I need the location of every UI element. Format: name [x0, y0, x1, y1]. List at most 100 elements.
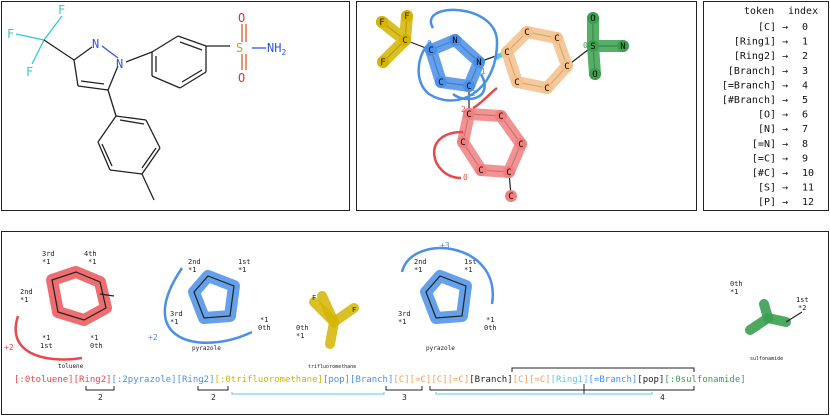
- trifluoromethane-fragment: F F 0th *1 trifluoromethane: [296, 291, 359, 370]
- sequence-token: [=C]: [448, 375, 470, 385]
- toluene-star-1st: *1: [42, 334, 50, 342]
- sequence-token: [=Branch]: [589, 375, 638, 385]
- atom-n-1: N: [92, 37, 99, 51]
- pyrazole2-label-3rd: 3rd: [398, 310, 411, 318]
- molecule-structure-drawing: F F F N N S O O NH2: [7, 3, 286, 201]
- token-cell: [=C]: [752, 153, 776, 164]
- index-cell: 5: [802, 95, 808, 106]
- seq-count-3: 3: [402, 393, 407, 402]
- pyrazole-fragment-2: 2nd *1 1st *1 3rd *1 *1 0th +3 pyrazole: [398, 241, 497, 352]
- graph-atom-c-pz1: C: [428, 46, 433, 56]
- trifluoro-label-0th: 0th: [296, 324, 309, 332]
- sequence-token: [Branch]: [469, 375, 512, 385]
- token-cell: [Ring2]: [734, 51, 776, 62]
- token-index-table-panel: token index [C]→0[Ring1]→1[Ring2]→2[Bran…: [703, 1, 829, 211]
- arrow-cell: →: [782, 51, 788, 62]
- index-cell: 6: [802, 110, 808, 121]
- token-cell: [O]: [758, 110, 776, 121]
- graph-atom-c-tl7: C: [508, 192, 513, 202]
- graph-atom-c-ph4: C: [564, 62, 569, 72]
- sulfonamide-label-0th: 0th: [730, 280, 743, 288]
- atom-f-1: F: [58, 3, 65, 17]
- graph-atom-s: S: [590, 42, 595, 52]
- pyrazole2-label-0th: 0th: [484, 324, 497, 332]
- graph-atom-c-ph5: C: [544, 84, 549, 94]
- sequence-token: [:0trifluoromethane]: [215, 375, 323, 385]
- graph-atom-c-tl6: C: [498, 112, 503, 122]
- pyrazole1-star-3rd: *1: [170, 318, 178, 326]
- sequence-token: [pop]: [637, 375, 664, 385]
- sequence-token: [Branch]: [350, 375, 393, 385]
- fragment-sequence-panel: 3rd *1 4th *1 2nd *1 *1 1st *1 0th +2 to…: [1, 231, 829, 415]
- sulfonamide-star-0th: *1: [730, 288, 738, 296]
- pyrazole1-label-3rd: 3rd: [170, 310, 183, 318]
- index-cell: 0: [802, 22, 808, 33]
- graph-atom-c-ph6: C: [514, 78, 519, 88]
- pyrazole2-star-1st: *1: [464, 266, 472, 274]
- sequence-token: [Ring2]: [74, 375, 112, 385]
- graph-mark-0c: 0: [583, 41, 588, 50]
- arrow-cell: →: [782, 139, 788, 150]
- token-cell: [#Branch]: [722, 95, 776, 106]
- molecule-structure-panel: F F F N N S O O NH2: [1, 1, 350, 211]
- pyrazole2-label-2nd: 2nd: [414, 258, 427, 266]
- index-cell: 10: [802, 168, 814, 179]
- graph-mark-2b: 2: [461, 105, 466, 114]
- graph-atom-c-pz2: C: [466, 82, 471, 92]
- atom-o-2: O: [238, 71, 245, 85]
- index-cell: 1: [802, 37, 808, 48]
- arrow-cell: →: [782, 110, 788, 121]
- graph-atom-c-ph2: C: [524, 28, 529, 38]
- toluene-star-2nd: *1: [20, 296, 28, 304]
- graph-mark-2: 2: [471, 89, 476, 98]
- graph-atom-c-ph3: C: [554, 34, 559, 44]
- index-cell: 4: [802, 80, 808, 91]
- arrow-cell: →: [782, 197, 788, 208]
- toluene-label-2nd: 2nd: [20, 288, 33, 296]
- token-cell: [N]: [758, 124, 776, 135]
- graph-atom-n-pz1: N: [452, 36, 457, 46]
- pyrazole2-label-1st: 1st: [464, 258, 477, 266]
- sulfonamide-label-1st: 1st: [796, 296, 809, 304]
- toluene-ring-label: +2: [4, 343, 14, 352]
- graph-mark-0b: 0: [463, 173, 468, 182]
- index-cell: 12: [802, 197, 814, 208]
- token-cell: [Branch]: [728, 66, 776, 77]
- graph-atom-c-ph1: C: [504, 48, 509, 58]
- sequence-token: [C]: [513, 375, 529, 385]
- graph-atom-c-tl3: C: [478, 166, 483, 176]
- atom-f-3: F: [26, 65, 33, 79]
- sulfonamide-fragment: 0th *1 1st *2 sulfonamide: [730, 280, 809, 362]
- graph-atom-f-b: F: [380, 58, 385, 68]
- seq-count-4: 4: [660, 393, 665, 402]
- sequence-token: [Ring2]: [177, 375, 215, 385]
- token-cell: [=Branch]: [722, 80, 776, 91]
- index-cell: 11: [802, 183, 814, 194]
- token-index-table: token index [C]→0[Ring1]→1[Ring2]→2[Bran…: [722, 6, 818, 208]
- atom-nh2: NH2: [267, 41, 286, 57]
- graph-atom-c-pz3: C: [438, 78, 443, 88]
- atom-n-2: N: [116, 57, 123, 71]
- sulfonamide-name: sulfonamide: [750, 356, 783, 362]
- toluene-name: toluene: [58, 363, 84, 370]
- pyrazole2-name: pyrazole: [426, 345, 455, 352]
- trifluoro-atom-f2: F: [352, 306, 356, 314]
- arrow-cell: →: [782, 66, 788, 77]
- graph-atom-n-s: N: [620, 42, 625, 52]
- arrow-cell: →: [782, 80, 788, 91]
- molecular-graph-panel: F F F C C N N C C C C C C C C S O O N C …: [356, 1, 697, 211]
- pyrazole2-star-0th: *1: [486, 316, 494, 324]
- pyrazole1-name: pyrazole: [192, 345, 221, 352]
- sequence-token: [C]: [431, 375, 447, 385]
- index-cell: 3: [802, 66, 808, 77]
- molecular-graph-drawing: F F F C C N N C C C C C C C C S O O N C …: [376, 8, 629, 202]
- graph-mark-1: 1: [481, 67, 486, 76]
- sequence-token: [:0toluene]: [14, 375, 74, 385]
- arrow-cell: →: [782, 124, 788, 135]
- graph-atom-c-tl2: C: [460, 138, 465, 148]
- index-cell: 2: [802, 51, 808, 62]
- graph-atom-n-pz2: N: [476, 58, 481, 68]
- index-cell: 9: [802, 153, 808, 164]
- token-cell: [C]: [758, 22, 776, 33]
- graph-atom-o-a: O: [590, 14, 595, 24]
